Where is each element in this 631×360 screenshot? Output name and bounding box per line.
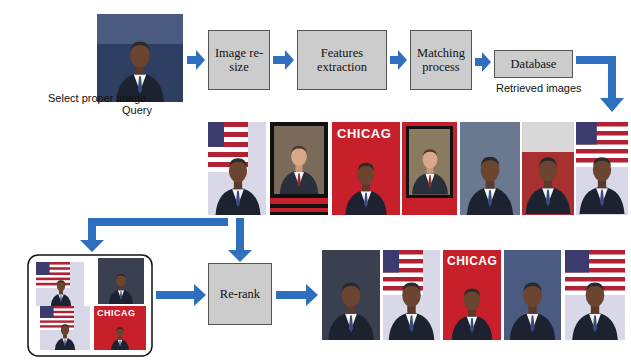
- process-box: Re-rank: [208, 263, 272, 325]
- selection-group: [28, 255, 152, 356]
- person-figure: [510, 283, 556, 340]
- photo-frame: [270, 122, 328, 215]
- frame-band: [270, 198, 328, 204]
- person-figure: [280, 146, 318, 194]
- photo-ground: [332, 122, 400, 215]
- process-box: Image re-size: [208, 30, 270, 90]
- selected-photos: [36, 258, 146, 350]
- photo-ground: [565, 250, 625, 340]
- photo-ground: [208, 122, 266, 215]
- photo-ground: [383, 250, 440, 340]
- photo-ground: [504, 250, 561, 340]
- photo-ground: [274, 126, 324, 194]
- photo-ground: [94, 306, 146, 350]
- frame-band: [270, 208, 328, 212]
- person-figure: [328, 283, 374, 340]
- block-arrow: [156, 284, 206, 306]
- person-figure: [467, 157, 513, 215]
- person-figure: [55, 324, 75, 350]
- photo-ground: [576, 122, 628, 215]
- photo-text: CHICAG: [447, 254, 497, 268]
- photo-text: CHICAG: [337, 126, 391, 141]
- process-box: Database: [494, 50, 573, 78]
- photo-ground: [322, 250, 380, 340]
- caption-label: Select proper image: [48, 92, 146, 104]
- box-label: Database: [511, 57, 557, 71]
- photo-ground: [460, 122, 520, 215]
- photo-ground: [443, 250, 501, 340]
- person-figure: [109, 274, 133, 304]
- person-figure: [526, 157, 571, 214]
- process-box: Matching process: [410, 30, 472, 90]
- photo-text: CHICAG: [97, 308, 136, 318]
- photo-ground: [522, 122, 574, 152]
- photo-frame: [406, 126, 453, 198]
- flag: [40, 306, 74, 330]
- flag: [36, 262, 70, 288]
- person-figure: [389, 283, 435, 340]
- query-photo: [97, 14, 183, 102]
- bent-arrow: [80, 218, 228, 252]
- person-figure: [111, 327, 129, 350]
- process-box: Features extraction: [297, 30, 387, 90]
- block-arrow: [390, 50, 407, 70]
- person-figure: [51, 280, 71, 306]
- photo-ground: [97, 14, 183, 44]
- photo-ground: [36, 262, 84, 306]
- person-figure: [412, 149, 448, 194]
- block-arrow: [276, 284, 318, 306]
- person-figure: [216, 158, 261, 215]
- box-label: Matching process: [414, 46, 468, 75]
- caption-label: Query: [122, 104, 152, 116]
- retrieved-photos: [208, 122, 628, 215]
- caption-label: Retrieved images: [496, 82, 582, 94]
- person-figure: [572, 283, 618, 340]
- box-label: Re-rank: [220, 287, 260, 301]
- reranked-photos: [322, 250, 625, 340]
- photo-frame: [402, 122, 457, 215]
- box-label: Image re-size: [212, 46, 266, 75]
- person-figure: [345, 163, 386, 215]
- photo-ground: [409, 129, 450, 195]
- photo-ground: [40, 306, 90, 350]
- photo-ground: [97, 14, 183, 102]
- block-arrow: [475, 52, 491, 72]
- photo-ground: [522, 122, 574, 215]
- block-arrow: [187, 50, 205, 70]
- box-label: Features extraction: [301, 46, 383, 75]
- block-arrow: [228, 218, 252, 262]
- bent-arrow: [576, 56, 624, 112]
- person-figure: [452, 289, 493, 340]
- block-arrow: [273, 50, 294, 70]
- person-figure: [580, 157, 625, 214]
- photo-ground: [98, 258, 144, 304]
